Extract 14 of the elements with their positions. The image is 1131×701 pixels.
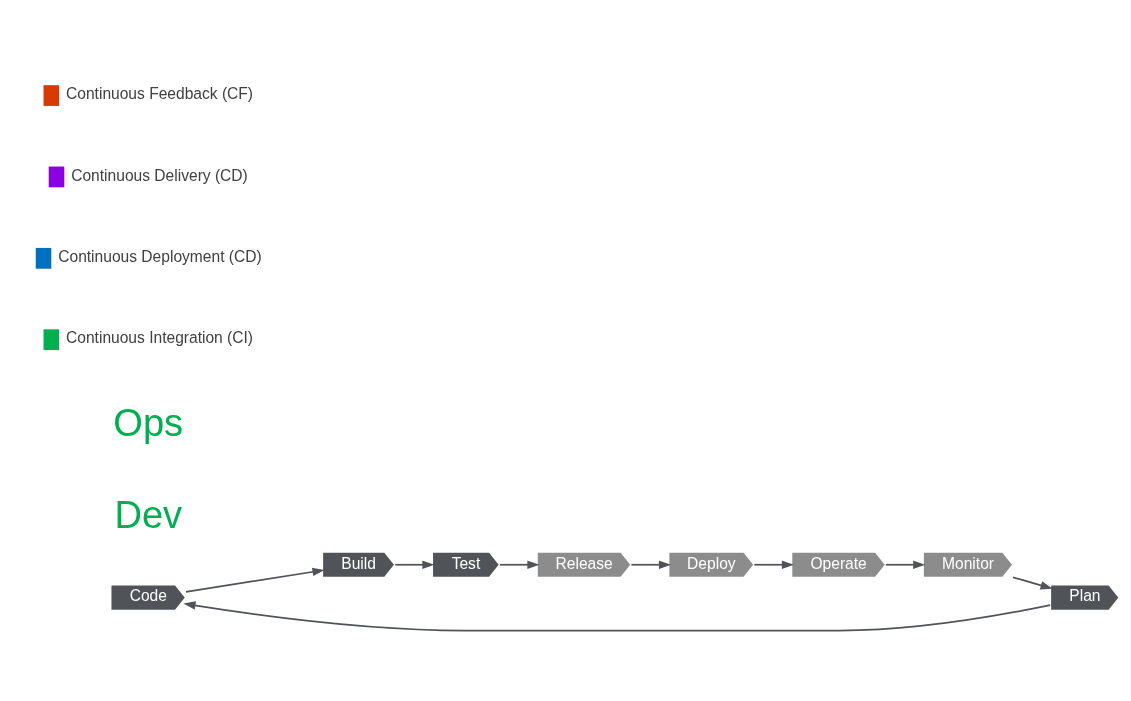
label: Dev	[114, 493, 183, 536]
arrow	[753, 560, 794, 569]
arrow	[1012, 576, 1053, 590]
arrow	[885, 560, 926, 569]
legend-label: Continuous Integration (CI)	[66, 329, 254, 347]
arrow	[185, 567, 325, 593]
arrow	[183, 601, 1052, 632]
legend-label: Continuous Feedback (CF)	[66, 85, 254, 103]
legend-label: Continuous Delivery (CD)	[71, 166, 248, 184]
legend-label: Continuous Deployment (CD)	[58, 248, 262, 266]
arrow	[394, 560, 435, 569]
arrow	[630, 560, 672, 569]
arrow	[499, 560, 540, 569]
label: Ops	[113, 401, 184, 444]
